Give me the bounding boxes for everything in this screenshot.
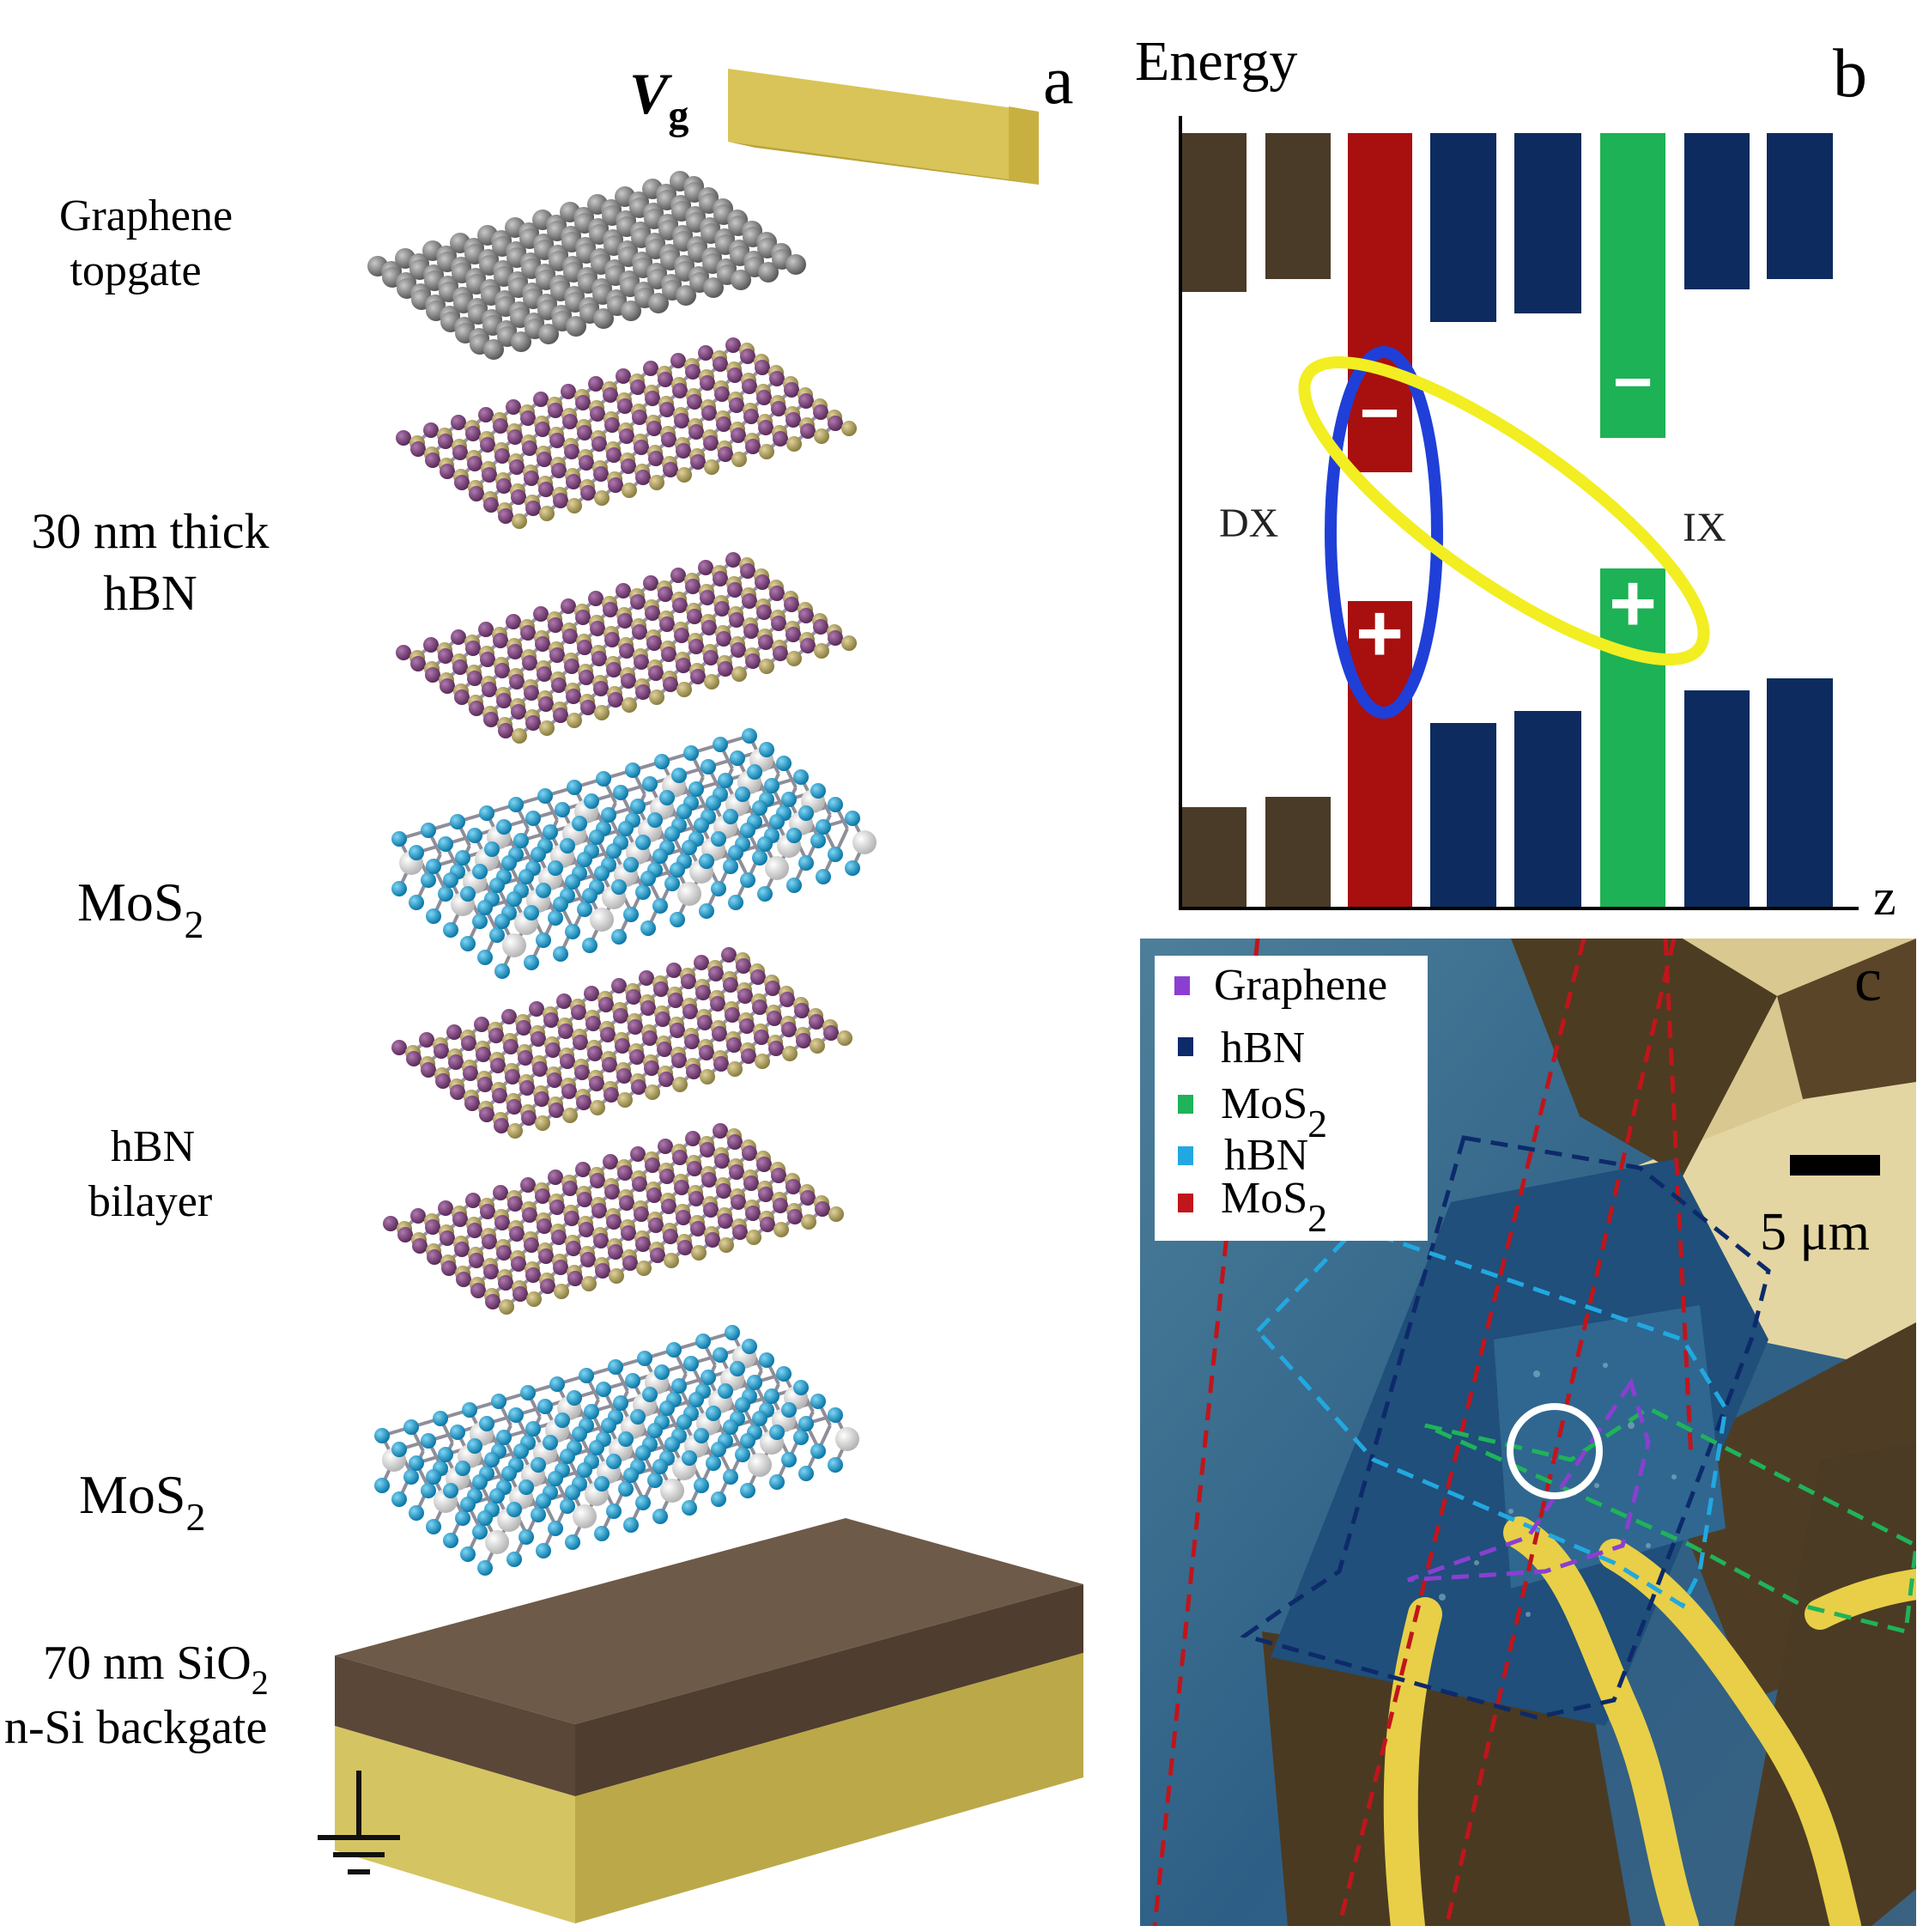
band-vb-brown-2 [1265, 797, 1331, 908]
legend-label-mos2-bottom: MoS2 [1221, 1174, 1327, 1240]
atomic-lattice-layers [367, 171, 877, 1576]
panel-b-label: b [1833, 36, 1867, 112]
electron-sign-dx: − [1360, 374, 1400, 451]
direct-exciton-ring [1325, 346, 1443, 719]
electron-sign-ix: − [1613, 343, 1653, 420]
measurement-spot-marker [1507, 1403, 1603, 1499]
scale-bar-label: 5 μm [1760, 1203, 1870, 1261]
band-vb-brown-1 [1180, 807, 1247, 908]
gate-voltage-label: Vg [629, 61, 689, 138]
substrate-label-sio2: 70 nm SiO2 [43, 1637, 269, 1702]
hbn-bilayer-layer-2 [383, 1123, 844, 1315]
legend-swatch-mos2-bottom [1178, 1194, 1193, 1212]
band-cb-red [1348, 133, 1412, 472]
legend-swatch-hbn-thick [1178, 1037, 1193, 1056]
graphene-lattice [367, 171, 806, 360]
legend: Graphene hBN MoS2 hBN MoS2 [1174, 961, 1387, 1240]
band-cb-navy-3 [1684, 133, 1750, 289]
panel-c-optical-micrograph: Graphene hBN MoS2 hBN MoS2 5 μm c [1140, 939, 1916, 1926]
hbn-thick-layer-1 [396, 337, 857, 529]
legend-swatch-graphene [1174, 976, 1190, 995]
substrate-label-backgate: n-Si backgate [4, 1701, 267, 1754]
z-axis-label: z [1873, 869, 1896, 926]
hole-sign-dx: + [1356, 587, 1404, 679]
band-vb-navy-3 [1684, 690, 1750, 908]
gate-electrode [728, 69, 1039, 185]
gold-contacts [1383, 1516, 1916, 1926]
band-cb-brown-2 [1265, 133, 1331, 279]
band-cb-navy-2 [1514, 133, 1581, 313]
layer-label-mos2-top: MoS2 [77, 872, 204, 946]
legend-swatch-hbn-bilayer [1178, 1146, 1193, 1165]
legend-label-hbn-bilayer: hBN [1224, 1131, 1308, 1180]
legend-label-mos2-top: MoS2 [1221, 1079, 1327, 1145]
mos2-top-lattice [391, 728, 877, 979]
layer-label-mos2-bottom: MoS2 [79, 1464, 206, 1539]
band-vb-red [1348, 601, 1412, 908]
indirect-exciton-ring [1298, 355, 1710, 666]
hbn-thick-layer-2 [396, 552, 857, 744]
band-cb-navy-4 [1767, 133, 1833, 279]
panel-c-label: c [1854, 945, 1882, 1014]
band-vb-green [1600, 568, 1665, 908]
legend-label-graphene: Graphene [1214, 961, 1387, 1010]
hbn-bilayer-layer-1 [391, 947, 852, 1139]
band-cb-green [1600, 133, 1665, 438]
substrate-block [335, 1518, 1083, 1923]
legend-box [1155, 956, 1428, 1241]
ground-icon [318, 1771, 400, 1874]
energy-axis-label: Energy [1135, 30, 1297, 93]
panel-b-band-diagram: Energy b z − − + + DX IX [1135, 30, 1896, 926]
band-cb-navy-1 [1430, 133, 1496, 322]
flake-outlines [1152, 939, 1916, 1926]
band-cb-brown-1 [1180, 133, 1247, 292]
dx-label: DX [1219, 501, 1278, 546]
band-vb-navy-1 [1430, 723, 1496, 908]
ix-label: IX [1683, 505, 1726, 550]
band-vb-navy-2 [1514, 711, 1581, 908]
panel-a-label: a [1043, 43, 1074, 118]
band-vb-navy-4 [1767, 678, 1833, 908]
scale-bar [1790, 1155, 1880, 1176]
mos2-bottom-lattice [374, 1325, 859, 1576]
hole-sign-ix: + [1609, 557, 1657, 649]
legend-swatch-mos2-top [1178, 1095, 1193, 1114]
legend-label-hbn-thick: hBN [1221, 1024, 1305, 1072]
